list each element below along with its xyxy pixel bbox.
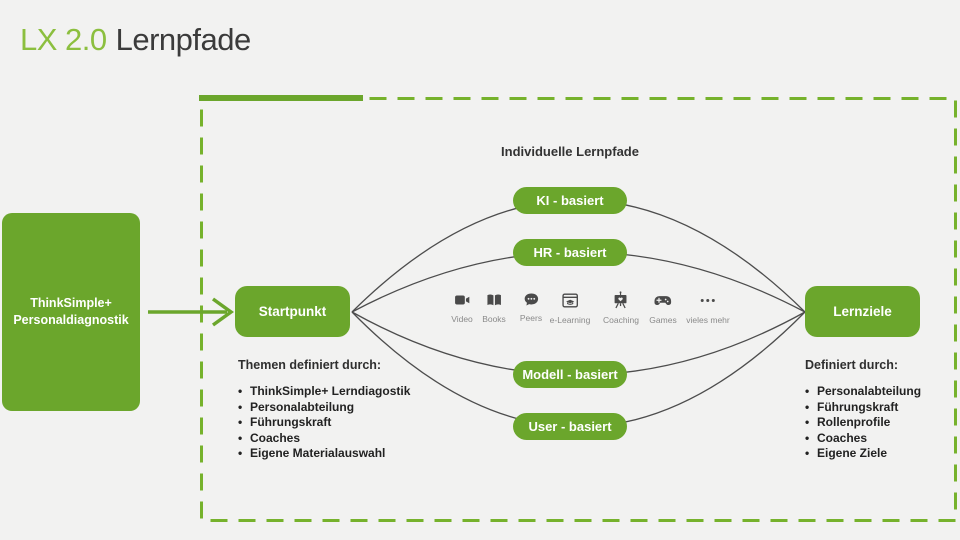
slide-title-highlight: LX 2.0 bbox=[20, 22, 107, 57]
thinksimple-panel-line1: ThinkSimple+ bbox=[30, 296, 112, 310]
thinksimple-panel: ThinkSimple+ Personaldiagnostik bbox=[2, 213, 140, 411]
media-item-games: Games bbox=[649, 291, 677, 325]
media-item-vieles-mehr: vieles mehr bbox=[686, 291, 730, 325]
left-list: Themen definiert durch: ThinkSimple+ Ler… bbox=[238, 358, 438, 462]
media-item-peers: Peers bbox=[520, 291, 542, 323]
books-icon bbox=[487, 294, 501, 306]
media-label-coaching: Coaching bbox=[603, 315, 639, 325]
media-item-video: Video bbox=[451, 291, 473, 324]
right-list-items: Personalabteilung Führungskraft Rollenpr… bbox=[805, 384, 955, 462]
slide-title-text: Lernpfade bbox=[115, 22, 252, 57]
list-item: Coaches bbox=[805, 431, 955, 447]
list-item: Führungskraft bbox=[238, 415, 438, 431]
list-item: Eigene Materialauswahl bbox=[238, 446, 438, 462]
list-item: Rollenprofile bbox=[805, 415, 955, 431]
media-item-books: Books bbox=[482, 291, 506, 324]
media-label-vieles-mehr: vieles mehr bbox=[686, 315, 730, 325]
video-icon bbox=[454, 295, 470, 305]
media-label-more: Games bbox=[649, 315, 677, 325]
list-item: Personalabteilung bbox=[238, 400, 438, 416]
arrow-right bbox=[148, 297, 234, 327]
diagram-header: Individuelle Lernpfade bbox=[501, 144, 639, 159]
right-list: Definiert durch: Personalabteilung Führu… bbox=[805, 358, 955, 462]
list-item: Führungskraft bbox=[805, 400, 955, 416]
left-list-heading: Themen definiert durch: bbox=[238, 358, 382, 372]
thinksimple-panel-line2: Personaldiagnostik bbox=[13, 313, 129, 327]
coaching-icon bbox=[615, 291, 627, 309]
pill-hr-basiert: HR - basiert bbox=[513, 239, 627, 266]
media-item-elearning: e-Learning bbox=[549, 291, 591, 325]
elearning-icon bbox=[562, 293, 578, 308]
end-node: Lernziele bbox=[805, 286, 920, 337]
list-item: ThinkSimple+ Lerndiagostik bbox=[238, 384, 438, 400]
pill-ki-basiert: KI - basiert bbox=[513, 187, 627, 214]
games-icon bbox=[654, 296, 672, 306]
container-accent-bar bbox=[199, 95, 363, 101]
pill-modell-basiert: Modell - basiert bbox=[513, 361, 627, 388]
right-list-heading: Definiert durch: bbox=[805, 358, 899, 372]
media-label-elearning: e-Learning bbox=[549, 315, 591, 325]
media-label-books: Books bbox=[482, 314, 506, 324]
start-node: Startpunkt bbox=[235, 286, 350, 337]
peers-icon bbox=[524, 293, 538, 306]
pill-user-basiert: User - basiert bbox=[513, 413, 627, 440]
media-label-video: Video bbox=[451, 314, 473, 324]
left-list-items: ThinkSimple+ Lerndiagostik Personalabtei… bbox=[238, 384, 438, 462]
list-item: Eigene Ziele bbox=[805, 446, 955, 462]
more-dots-icon bbox=[700, 298, 716, 303]
list-item: Coaches bbox=[238, 431, 438, 447]
media-item-coaching: Coaching bbox=[603, 291, 639, 325]
media-label-peers: Peers bbox=[519, 313, 543, 323]
list-item: Personalabteilung bbox=[805, 384, 955, 400]
